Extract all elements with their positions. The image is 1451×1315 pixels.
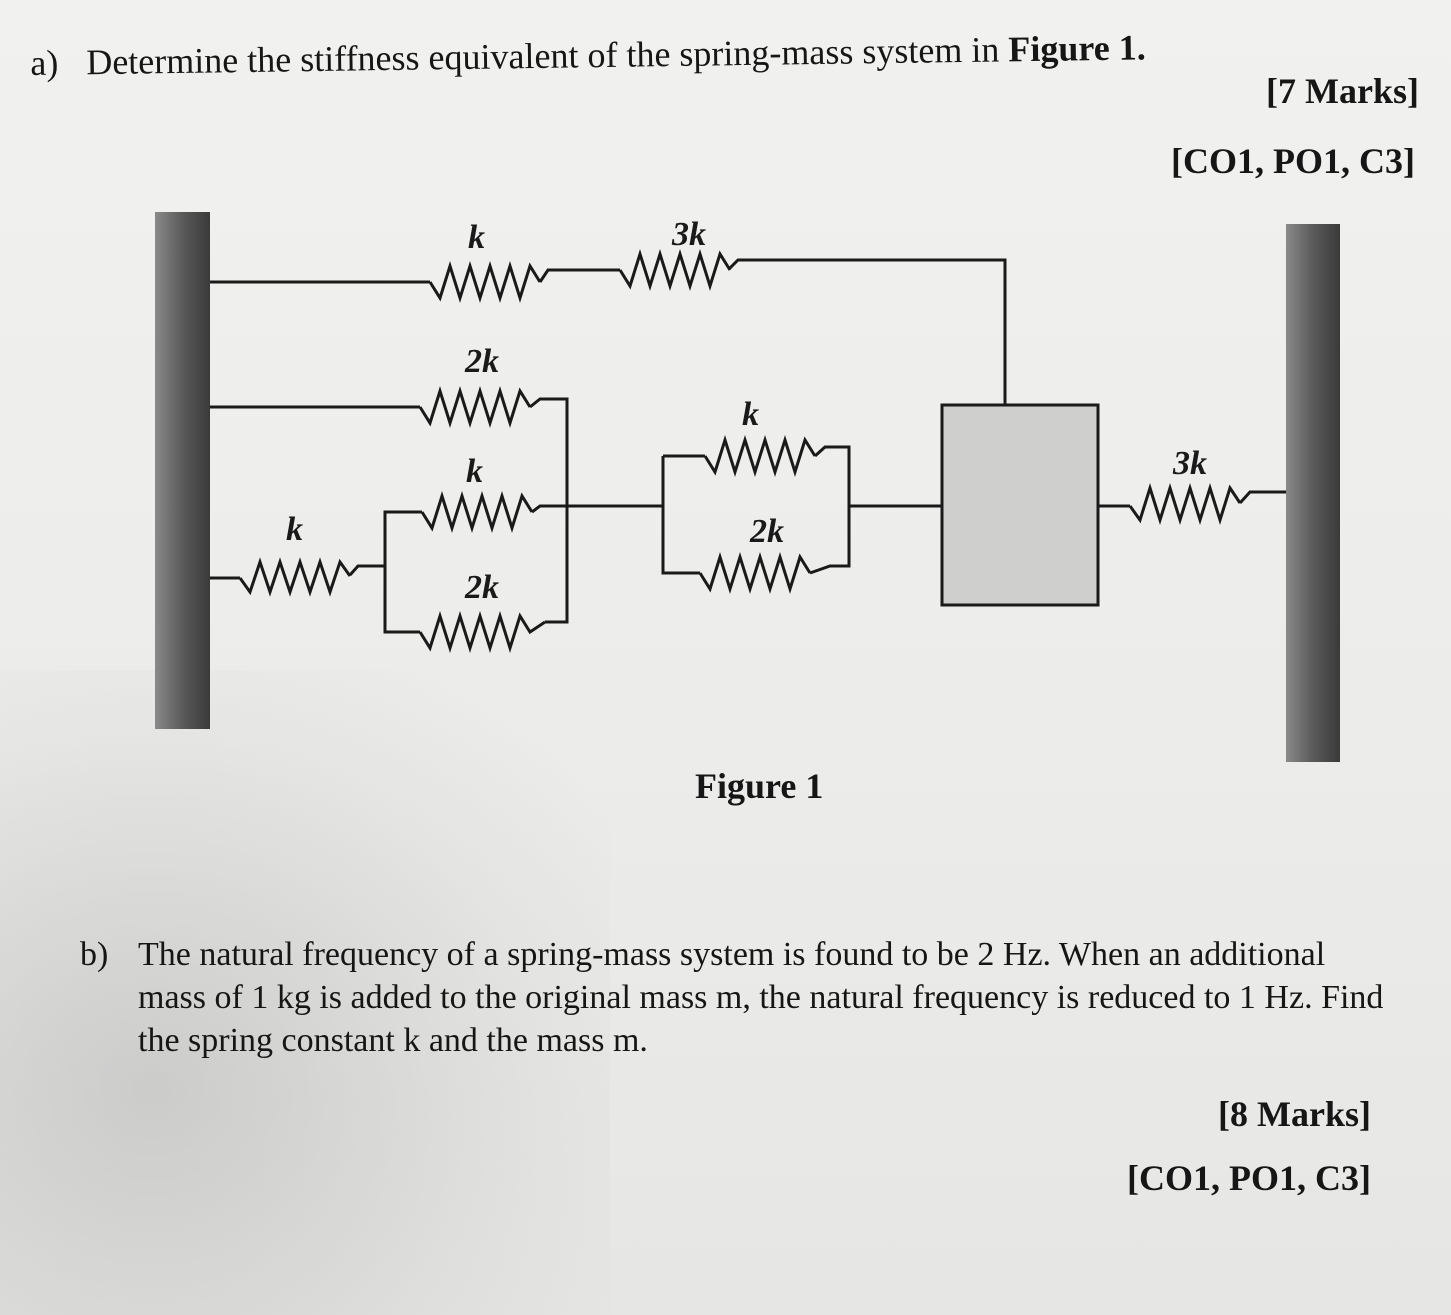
spring-top-3k: [618, 248, 732, 292]
far-left-wire: [210, 564, 385, 580]
question-b-marks: [8 Marks]: [1218, 1094, 1371, 1134]
label-far-left-k: k: [286, 511, 303, 548]
inner-bracket-left: [383, 510, 422, 634]
right-wall-wire: [1238, 490, 1286, 505]
label-right-2k: 2k: [749, 513, 784, 550]
label-lower-2k: 2k: [464, 569, 499, 606]
label-right-k: k: [742, 396, 759, 433]
spring-middle-k: [420, 490, 534, 534]
label-upper-2k: 2k: [464, 343, 499, 380]
top-wire-right: [728, 258, 1007, 405]
spring-top-k: [428, 260, 542, 304]
spring-right-wall-3k: [1128, 482, 1242, 526]
label-right-wall-3k: 3k: [1172, 445, 1207, 482]
mass-block: [940, 403, 1100, 607]
question-a-outcomes: [CO1, PO1, C3]: [1171, 141, 1415, 181]
figure-caption: Figure 1: [695, 766, 824, 806]
right-wall: [1286, 224, 1340, 762]
right-group-bracket-right: [809, 445, 942, 575]
question-b-outcomes: [CO1, PO1, C3]: [1127, 1158, 1371, 1198]
label-top-k: k: [468, 219, 485, 256]
question-a-marks: [7 Marks]: [1266, 71, 1419, 111]
question-b-label: b): [80, 936, 109, 973]
spring-far-left-k: [238, 557, 352, 597]
right-group-bracket-left: [661, 454, 705, 575]
question-b-text: The natural frequency of a spring-mass s…: [138, 936, 1384, 1059]
spring-lower-2k: [418, 610, 546, 654]
label-top-3k: 3k: [671, 216, 706, 253]
spring-right-k: [703, 434, 817, 478]
left-wall: [155, 212, 210, 729]
middle-k-wire: [531, 504, 567, 514]
question-b: b) The natural frequency of a spring-mas…: [80, 933, 1400, 1062]
spring-right-2k: [698, 551, 812, 595]
upper-bracket: [529, 397, 569, 624]
spring-upper-2k: [418, 385, 532, 429]
label-middle-k: k: [466, 453, 483, 490]
top-wire-mid: [538, 268, 620, 283]
